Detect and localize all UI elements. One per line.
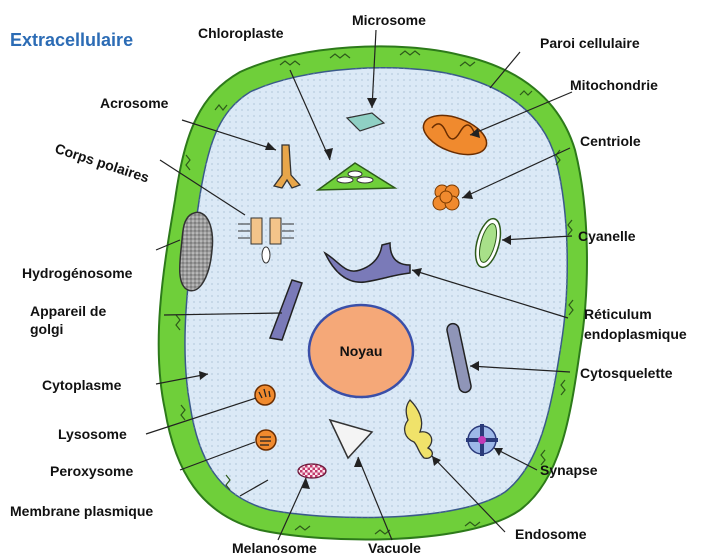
peroxysome-organelle — [256, 430, 276, 450]
label-golgi: golgi — [30, 321, 63, 338]
label-appareil-de: Appareil de — [30, 303, 106, 320]
label-endosome: Endosome — [515, 526, 587, 543]
label-melanosome: Melanosome — [232, 540, 317, 557]
cytoplasm-texture — [185, 68, 567, 518]
centriole-organelle — [433, 185, 459, 210]
label-reticulum: Réticulum — [584, 306, 652, 323]
label-hydrogenosome: Hydrogénosome — [22, 265, 132, 282]
label-microsome: Microsome — [352, 12, 426, 29]
nucleus: Noyau — [309, 305, 413, 397]
label-synapse: Synapse — [540, 462, 598, 479]
label-endoplasmique: endoplasmique — [584, 326, 687, 343]
label-mitochondrie: Mitochondrie — [570, 77, 658, 94]
label-cyanelle: Cyanelle — [578, 228, 636, 245]
label-paroi-cellulaire: Paroi cellulaire — [540, 35, 640, 52]
label-lysosome: Lysosome — [58, 426, 127, 443]
label-cytosquelette: Cytosquelette — [580, 365, 673, 382]
label-cytoplasme: Cytoplasme — [42, 377, 121, 394]
label-vacuole: Vacuole — [368, 540, 421, 557]
label-membrane-plasmique: Membrane plasmique — [10, 503, 153, 520]
nucleus-label: Noyau — [340, 343, 383, 359]
melanosome-organelle — [298, 464, 326, 478]
label-peroxysome: Peroxysome — [50, 463, 133, 480]
label-centriole: Centriole — [580, 133, 641, 150]
label-acrosome: Acrosome — [100, 95, 168, 112]
extracellular-title: Extracellulaire — [10, 30, 133, 51]
label-chloroplaste: Chloroplaste — [198, 25, 284, 42]
lysosome-organelle — [255, 385, 275, 405]
